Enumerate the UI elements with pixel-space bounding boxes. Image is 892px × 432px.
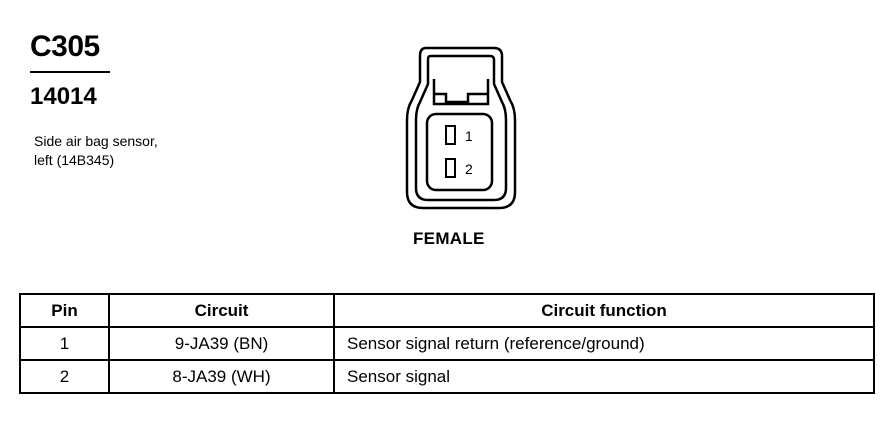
connector-inner-shell [414,54,508,202]
pin-cell: 2 [19,359,110,394]
connector-gender-label: FEMALE [413,229,485,248]
pin-cell: 1 [19,326,110,361]
part-number: 14014 [30,83,97,110]
table-row: 1 9-JA39 (BN) Sensor signal return (refe… [19,326,875,361]
circuit-function-cell: Sensor signal [333,359,875,394]
pin-cavity-body [425,112,494,192]
connector-id: C305 [30,30,100,63]
circuit-function-cell: Sensor signal return (reference/ground) [333,326,875,361]
header-pin: Pin [19,293,110,328]
circuit-cell: 8-JA39 (WH) [108,359,335,394]
pin-2-terminal [445,158,456,178]
latch-tab [432,79,490,106]
header-circuit: Circuit [108,293,335,328]
table-header-row: Pin Circuit Circuit function [19,293,875,328]
pin-1-terminal [445,125,456,145]
description-line-2: left (14B345) [34,152,115,168]
title-divider [30,71,110,73]
description-line-1: Side air bag sensor, [34,133,158,149]
connector-description: Side air bag sensor, left (14B345) [34,132,158,170]
pin-1-label: 1 [465,128,473,144]
circuit-cell: 9-JA39 (BN) [108,326,335,361]
pin-2-label: 2 [465,161,473,177]
table-row: 2 8-JA39 (WH) Sensor signal [19,359,875,394]
pinout-table: Pin Circuit Circuit function 1 9-JA39 (B… [19,293,875,394]
header-circuit-function: Circuit function [333,293,875,328]
connector-face-diagram: 1 2 [405,46,517,210]
connector-outer-shell [405,46,517,210]
